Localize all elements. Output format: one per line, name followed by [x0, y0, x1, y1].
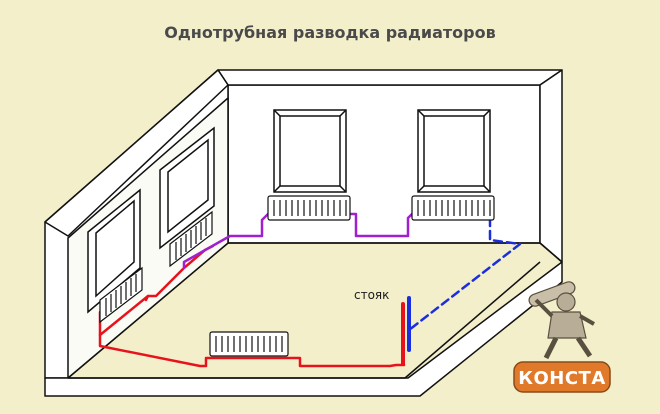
radiator-floor: [209, 331, 289, 357]
plumber-mascot-icon: [528, 281, 595, 360]
left-wall-top: [44, 69, 229, 237]
radiators: [99, 195, 495, 357]
radiator-left-far: [169, 210, 213, 268]
right-wall-cap: [539, 69, 563, 263]
cold-pipe-return: [407, 216, 522, 350]
konsta-logo: КОНСТА: [513, 281, 611, 393]
floor-edge: [68, 261, 541, 379]
window-left-far: [159, 126, 215, 250]
window-left-near: [87, 188, 141, 314]
floor-corner-edge: [539, 242, 563, 263]
hot-pipe-return-left: [144, 294, 150, 302]
window-back-left: [273, 109, 347, 193]
window-back-right: [417, 109, 491, 193]
hot-pipe-main: [98, 244, 406, 368]
diagram-title: Однотрубная разводка радиаторов: [164, 23, 495, 42]
riser-label: стояк: [354, 288, 389, 302]
logo-text: КОНСТА: [518, 368, 606, 389]
radiator-left-near: [99, 266, 143, 324]
back-wall-top: [217, 69, 563, 86]
windows: [87, 109, 491, 314]
radiator-back-left: [267, 195, 351, 221]
radiator-back-right: [411, 195, 495, 221]
logo-badge: [513, 361, 611, 393]
